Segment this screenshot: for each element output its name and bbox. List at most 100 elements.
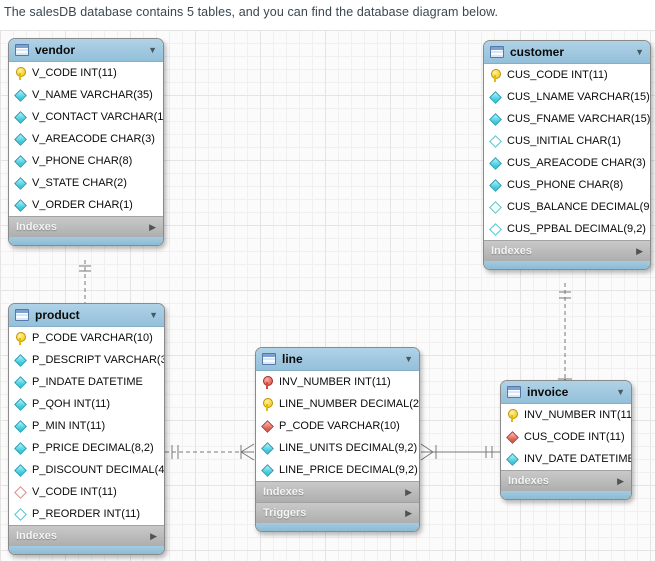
chevron-right-icon: ▶: [405, 486, 412, 497]
relationship-product-line[interactable]: [165, 443, 255, 461]
diamond-icon: [14, 88, 29, 103]
column-row[interactable]: V_CODE INT(11): [9, 62, 163, 84]
column-label: P_DESCRIPT VARCHAR(35): [32, 354, 165, 366]
table-title: invoice: [527, 385, 569, 399]
diamond-icon: [489, 134, 504, 149]
column-row[interactable]: CUS_INITIAL CHAR(1): [484, 130, 650, 152]
table-header[interactable]: invoice ▼: [501, 381, 631, 404]
column-row[interactable]: V_STATE CHAR(2): [9, 172, 163, 194]
diamond-icon: [14, 419, 29, 434]
column-row[interactable]: LINE_UNITS DECIMAL(9,2): [256, 437, 419, 459]
chevron-down-icon[interactable]: ▼: [635, 47, 644, 57]
table-invoice[interactable]: invoice ▼ INV_NUMBER INT(11) CUS_CODE IN…: [500, 380, 632, 500]
indexes-footer[interactable]: Indexes ▶: [501, 470, 631, 491]
table-vendor[interactable]: vendor ▼ V_CODE INT(11) V_NAME VARCHAR(3…: [8, 38, 164, 246]
column-row[interactable]: CUS_FNAME VARCHAR(15): [484, 108, 650, 130]
column-label: V_AREACODE CHAR(3): [32, 133, 155, 145]
diamond-icon: [14, 375, 29, 390]
column-row[interactable]: INV_NUMBER INT(11): [256, 371, 419, 393]
footer-label: Indexes: [16, 221, 57, 233]
relationship-invoice-line[interactable]: [420, 443, 500, 461]
column-label: V_ORDER CHAR(1): [32, 199, 133, 211]
column-row[interactable]: P_CODE VARCHAR(10): [9, 327, 164, 349]
diamond-icon: [489, 222, 504, 237]
chevron-down-icon[interactable]: ▼: [616, 387, 625, 397]
indexes-footer[interactable]: Indexes ▶: [9, 525, 164, 546]
column-label: LINE_UNITS DECIMAL(9,2): [279, 442, 418, 454]
column-label: CUS_FNAME VARCHAR(15): [507, 113, 651, 125]
diamond-icon: [489, 90, 504, 105]
column-row[interactable]: V_CODE INT(11): [9, 481, 164, 503]
column-row[interactable]: CUS_PHONE CHAR(8): [484, 174, 650, 196]
column-row[interactable]: CUS_CODE INT(11): [484, 64, 650, 86]
column-label: CUS_LNAME VARCHAR(15): [507, 91, 650, 103]
indexes-footer[interactable]: Indexes ▶: [256, 481, 419, 502]
key-icon: [261, 375, 276, 390]
column-row[interactable]: LINE_NUMBER DECIMAL(2,0): [256, 393, 419, 415]
diamond-icon: [489, 200, 504, 215]
chevron-right-icon: ▶: [150, 530, 157, 541]
chevron-right-icon: ▶: [149, 221, 156, 232]
table-customer[interactable]: customer ▼ CUS_CODE INT(11) CUS_LNAME VA…: [483, 40, 651, 270]
table-product[interactable]: product ▼ P_CODE VARCHAR(10) P_DESCRIPT …: [8, 303, 165, 555]
table-line[interactable]: line ▼ INV_NUMBER INT(11) LINE_NUMBER DE…: [255, 347, 420, 532]
table-title: product: [35, 308, 80, 322]
chevron-right-icon: ▶: [636, 245, 643, 256]
diamond-icon: [14, 463, 29, 478]
column-row[interactable]: INV_NUMBER INT(11): [501, 404, 631, 426]
column-label: CUS_CODE INT(11): [507, 69, 608, 81]
column-label: P_DISCOUNT DECIMAL(4,2): [32, 464, 165, 476]
column-label: P_QOH INT(11): [32, 398, 111, 410]
chevron-down-icon[interactable]: ▼: [149, 310, 158, 320]
column-row[interactable]: V_PHONE CHAR(8): [9, 150, 163, 172]
table-bottom-strip: [484, 261, 650, 269]
column-row[interactable]: P_PRICE DECIMAL(8,2): [9, 437, 164, 459]
column-label: P_CODE VARCHAR(10): [279, 420, 400, 432]
column-row[interactable]: P_DESCRIPT VARCHAR(35): [9, 349, 164, 371]
key-icon: [489, 68, 504, 83]
column-label: V_CODE INT(11): [32, 486, 117, 498]
table-header[interactable]: line ▼: [256, 348, 419, 371]
column-row[interactable]: V_AREACODE CHAR(3): [9, 128, 163, 150]
column-row[interactable]: P_REORDER INT(11): [9, 503, 164, 525]
table-header[interactable]: customer ▼: [484, 41, 650, 64]
chevron-down-icon[interactable]: ▼: [148, 45, 157, 55]
indexes-footer[interactable]: Indexes ▶: [484, 240, 650, 261]
key-icon: [14, 331, 29, 346]
indexes-footer[interactable]: Indexes ▶: [9, 216, 163, 237]
column-row[interactable]: P_INDATE DATETIME: [9, 371, 164, 393]
column-row[interactable]: CUS_PPBAL DECIMAL(9,2): [484, 218, 650, 240]
column-row[interactable]: P_QOH INT(11): [9, 393, 164, 415]
diagram-canvas[interactable]: vendor ▼ V_CODE INT(11) V_NAME VARCHAR(3…: [0, 30, 655, 561]
column-label: V_STATE CHAR(2): [32, 177, 127, 189]
column-row[interactable]: LINE_PRICE DECIMAL(9,2): [256, 459, 419, 481]
footer-label: Indexes: [263, 486, 304, 498]
column-row[interactable]: CUS_AREACODE CHAR(3): [484, 152, 650, 174]
diamond-icon: [14, 397, 29, 412]
key-icon: [14, 66, 29, 81]
column-row[interactable]: P_MIN INT(11): [9, 415, 164, 437]
column-row[interactable]: CUS_LNAME VARCHAR(15): [484, 86, 650, 108]
column-row[interactable]: V_NAME VARCHAR(35): [9, 84, 163, 106]
column-row[interactable]: V_CONTACT VARCHAR(15): [9, 106, 163, 128]
table-bottom-strip: [9, 237, 163, 245]
column-row[interactable]: CUS_BALANCE DECIMAL(9,2): [484, 196, 650, 218]
table-title: line: [282, 352, 303, 366]
table-header[interactable]: vendor ▼: [9, 39, 163, 62]
column-row[interactable]: INV_DATE DATETIME: [501, 448, 631, 470]
table-header[interactable]: product ▼: [9, 304, 164, 327]
diamond-icon: [261, 441, 276, 456]
chevron-down-icon[interactable]: ▼: [404, 354, 413, 364]
column-row[interactable]: P_CODE VARCHAR(10): [256, 415, 419, 437]
diamond-icon: [14, 441, 29, 456]
column-label: CUS_BALANCE DECIMAL(9,2): [507, 201, 651, 213]
column-label: P_INDATE DATETIME: [32, 376, 143, 388]
relationship-customer-invoice[interactable]: [555, 283, 575, 395]
column-row[interactable]: V_ORDER CHAR(1): [9, 194, 163, 216]
column-label: INV_NUMBER INT(11): [279, 376, 391, 388]
diamond-icon: [506, 452, 521, 467]
column-row[interactable]: CUS_CODE INT(11): [501, 426, 631, 448]
triggers-footer[interactable]: Triggers ▶: [256, 502, 419, 523]
column-row[interactable]: P_DISCOUNT DECIMAL(4,2): [9, 459, 164, 481]
